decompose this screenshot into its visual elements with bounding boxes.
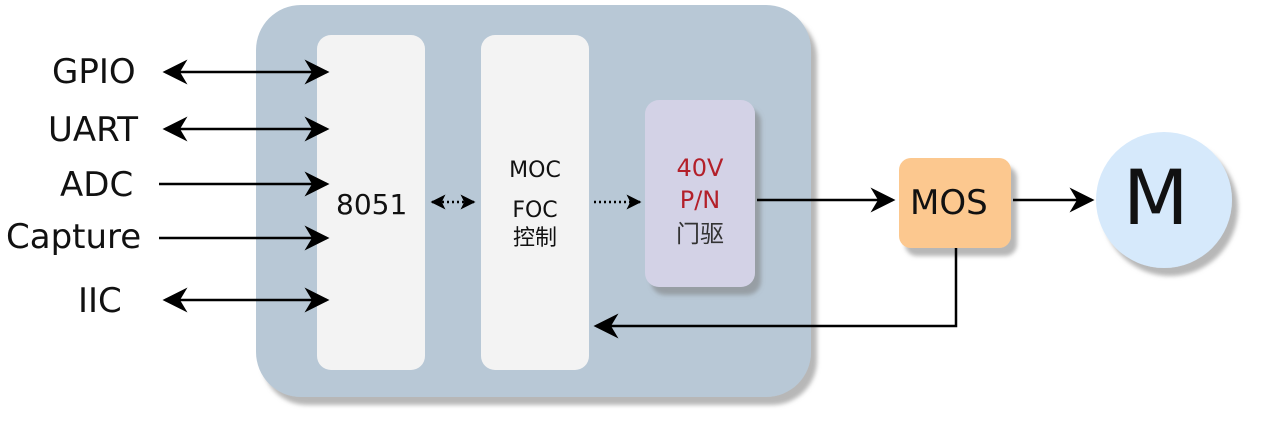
capture-label: Capture (6, 217, 142, 257)
mcu-label: 8051 (336, 188, 408, 221)
iic-label: IIC (78, 281, 122, 321)
driver-line-1: 40V (676, 154, 724, 182)
controller-block (481, 35, 589, 370)
controller-line-3: 控制 (512, 226, 557, 251)
motor-circle (1096, 132, 1232, 268)
mos-block (899, 158, 1011, 248)
controller-line-1: MOC (509, 158, 561, 183)
uart-label: UART (48, 110, 139, 150)
driver-block (645, 100, 755, 287)
gpio-label: GPIO (52, 52, 136, 92)
driver-label: 40V P/N 门驱 (650, 156, 750, 246)
adc-label: ADC (60, 165, 134, 205)
controller-label: MOC FOC 控制 (490, 160, 580, 250)
driver-line-2: P/N (679, 186, 721, 214)
controller-line-2: FOC (512, 198, 558, 223)
feedback-arrow (593, 248, 958, 339)
motor-label: M (1123, 153, 1189, 242)
mos-label: MOS (910, 183, 988, 223)
driver-line-3: 门驱 (676, 220, 724, 248)
mcu-block (317, 35, 425, 370)
